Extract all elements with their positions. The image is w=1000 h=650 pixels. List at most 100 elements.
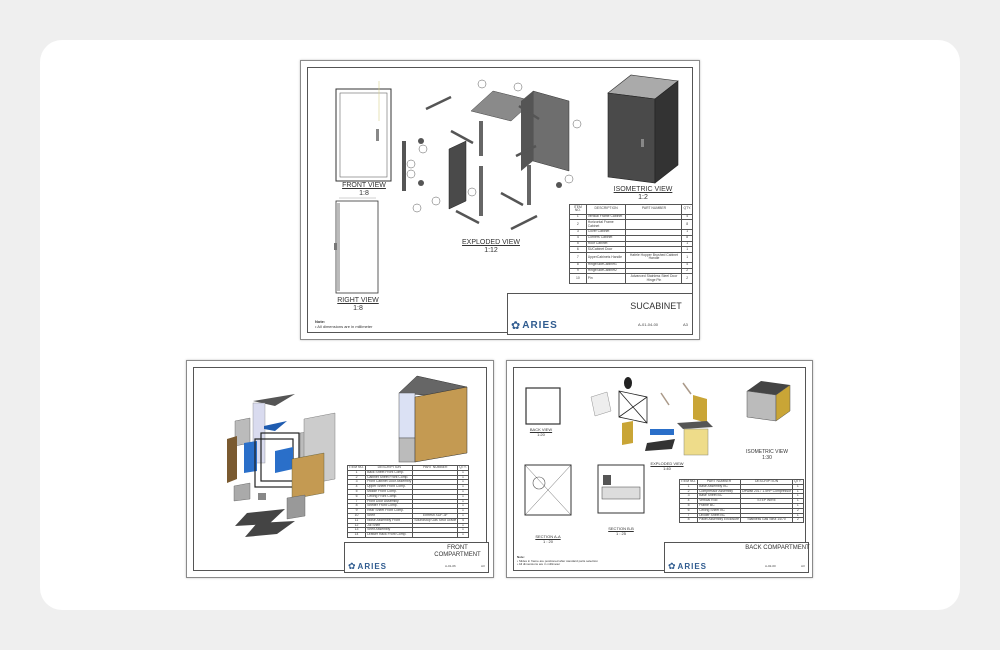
view-scale: 1:8	[359, 190, 369, 197]
part-number: A-02-00	[765, 564, 776, 568]
bom-header-cell: DESCRIPTION	[585, 204, 627, 215]
sheet-size: A3	[683, 322, 688, 327]
bom-cell: 7	[569, 252, 587, 263]
bom-cell: Pin	[585, 273, 627, 284]
bom-cell	[625, 229, 683, 236]
view-title: SECTION B-B	[608, 526, 634, 531]
view-scale: 1:12	[484, 247, 498, 254]
part-number: A-01-04-00	[638, 322, 659, 327]
bom-cell: Drawer Rack Front Comp.	[365, 532, 414, 538]
view-scale: 1:40	[663, 466, 671, 471]
note-text: All dimensions are in millimeter	[317, 324, 373, 329]
title-block: ✿ARIES BACK COMPARTMENT A-02-00 A3	[664, 542, 810, 573]
bom-cell: Advanced Stainless Steel Door Hinge Pin	[625, 273, 683, 284]
bom-cell: 8	[678, 517, 699, 524]
bom-cell: DeWalt 20L / 1.5HP Compressor	[740, 488, 794, 495]
bom-cell	[625, 234, 683, 242]
view-title: RIGHT VIEW	[337, 297, 379, 304]
drawing-frame	[307, 67, 693, 333]
view-title: ISOMETRIC VIEW	[613, 186, 673, 193]
bom-cell: 1	[681, 240, 693, 248]
bom-cell: Hafele Hopper Brushed Cabinet Handle	[625, 252, 683, 263]
bom-cell	[625, 219, 683, 230]
exploded-view-drawing	[402, 79, 582, 231]
bom-cell: 1	[681, 252, 693, 263]
bom-cell	[625, 240, 683, 248]
bom-cell: 2	[569, 219, 587, 230]
bom-header-cell: QTY.	[681, 204, 693, 215]
bom-cell: UpperCabinets Handle	[585, 252, 627, 263]
bom-cell: 2	[681, 273, 693, 284]
note-text: All dimensions are in millimeter	[518, 562, 561, 567]
title-block: ✿ARIES SUCABINET A-01-04-00 A3	[507, 293, 693, 335]
bom-cell: 1	[681, 246, 693, 254]
bom-cell	[412, 532, 459, 538]
bom-cell	[625, 213, 683, 221]
drawing-note: Note:• All dimensions are in millimeter	[315, 319, 373, 329]
logo-text: ARIES	[357, 562, 387, 571]
bom-cell: 4	[681, 213, 693, 221]
view-scale: 1:30	[762, 455, 772, 461]
note-title: Note:	[517, 555, 525, 559]
view-scale: 1:20	[537, 432, 545, 437]
bom-cell: 1	[681, 229, 693, 236]
isometric-view-drawing	[607, 74, 679, 184]
sheet-size: A3	[481, 564, 485, 568]
bom-cell: Stainless Gas Strut 14/70	[740, 517, 794, 524]
view-scale: 1 : 25	[615, 531, 626, 536]
view-title: SECTION A-A	[535, 534, 561, 539]
bom-cell	[625, 246, 683, 254]
view-title: ISOMETRIC VIEW	[746, 449, 788, 455]
title-block: ✿ARIES FRONT COMPARTMENT A-01-06 A3	[344, 542, 489, 573]
view-scale: 1 : 20	[542, 539, 553, 544]
bom-cell: Pallet Assembly Enclosure	[697, 517, 742, 524]
drawing-title: SUCABINET	[630, 301, 682, 311]
aries-logo: ✿ARIES	[348, 561, 387, 571]
bom-cell: 8	[681, 219, 693, 230]
drawing-note: Note:• Slides in frame are positioned af…	[517, 555, 598, 567]
drawing-title: FRONT COMPARTMENT	[434, 545, 481, 558]
bom-header-cell: ITEM NO.	[569, 204, 587, 215]
bom-cell: 2	[792, 517, 804, 524]
back-view-drawing	[524, 387, 645, 516]
note-text: Slides in frame are positioned after sta…	[518, 558, 598, 563]
bom-cell: 8	[681, 234, 693, 242]
drawing-frame	[513, 367, 806, 571]
bom-cell: 2	[681, 267, 693, 275]
front-view-drawing	[334, 81, 392, 294]
part-number: A-01-06	[445, 564, 456, 568]
bom-header-cell: PART NUMBER	[625, 204, 683, 215]
drawing-frame	[193, 367, 487, 571]
bom-cell: 10	[569, 273, 587, 284]
aries-logo: ✿ARIES	[511, 320, 558, 332]
logo-text: ARIES	[677, 562, 707, 571]
isometric-view-drawing	[398, 375, 468, 463]
view-title: BACK VIEW	[529, 427, 553, 432]
isometric-view-drawing	[746, 381, 791, 422]
exploded-view-drawing	[590, 377, 713, 456]
view-title: FRONT VIEW	[342, 182, 386, 189]
bom-cell: 14	[346, 532, 367, 538]
